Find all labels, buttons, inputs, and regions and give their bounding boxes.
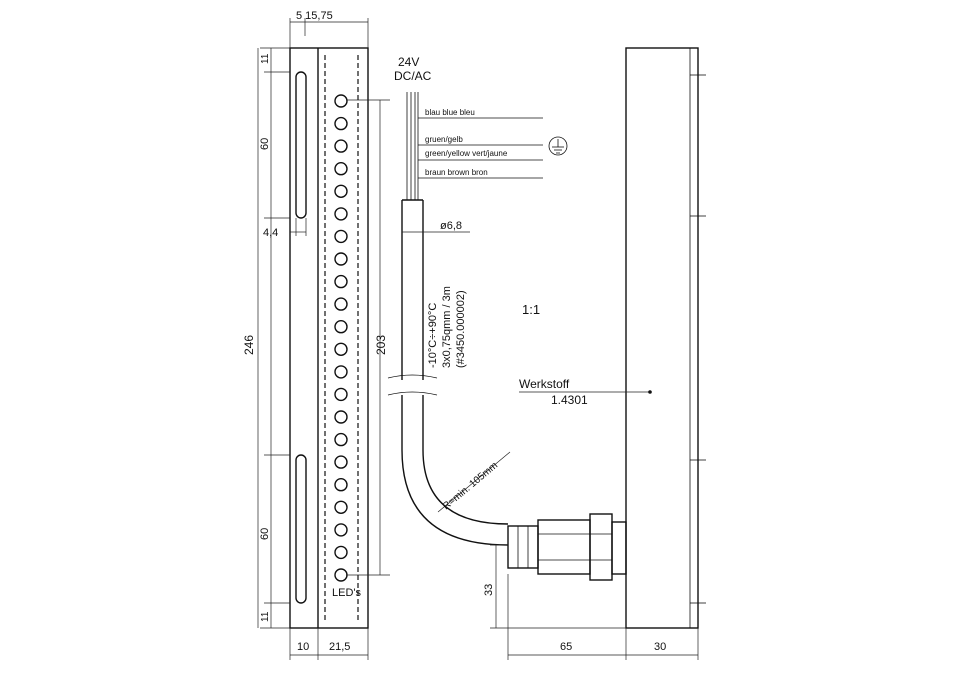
front-view-dimensions: 5 15,75 11 60 60 11 4,4 246 203 10 21,5 [242, 10, 390, 660]
dim-11-top: 11 [260, 53, 271, 64]
led-10 [334, 297, 348, 311]
led-20 [334, 523, 348, 537]
dim-11-bottom: 11 [260, 611, 271, 622]
led-18 [334, 478, 348, 492]
led-22 [334, 568, 348, 582]
led-1 [334, 94, 348, 108]
led-17 [334, 455, 348, 469]
led-3 [334, 139, 348, 153]
led-7 [334, 229, 348, 244]
led-4 [334, 161, 348, 176]
led-8 [334, 252, 348, 266]
bracket-outline [289, 47, 369, 629]
cable-gland [507, 513, 627, 581]
dim-60-top: 60 [259, 138, 271, 150]
led-9 [334, 274, 348, 289]
led-6 [334, 207, 348, 221]
leds-label: LED's [332, 587, 361, 599]
scale-label: 1:1 [522, 302, 540, 317]
dim-4-4: 4,4 [263, 227, 278, 239]
ground-icon [548, 136, 568, 156]
cable-spec-1: -10°C÷+90°C [427, 303, 439, 368]
voltage-label: 24V [398, 55, 419, 69]
cable-assembly: 24V DC/AC blau blue bleu gruen/gelb gree… [387, 55, 627, 581]
led-13 [334, 365, 348, 379]
led-column [334, 94, 348, 582]
side-plate-outline [625, 47, 699, 629]
led-19 [334, 500, 348, 514]
wire-brown-label: braun brown bron [425, 168, 488, 177]
dim-246: 246 [242, 335, 256, 355]
bend-radius-label: R=min. 105mm [441, 460, 500, 512]
dim-top: 5 15,75 [296, 10, 333, 22]
dim-33: 33 [483, 584, 495, 596]
front-view: LED's [289, 47, 369, 629]
cable-spec-2: 3x0,75qmm / 3m [441, 286, 453, 368]
current-type-label: DC/AC [394, 69, 432, 83]
wire-green-label-1: gruen/gelb [425, 135, 463, 144]
wire-blue-label: blau blue bleu [425, 108, 475, 117]
led-2 [334, 116, 348, 131]
cable-spec-3: (#3450.000002) [455, 290, 467, 368]
dim-21-5: 21,5 [329, 641, 350, 653]
mounting-slot-bottom [295, 454, 307, 604]
material-value: 1.4301 [551, 393, 588, 407]
dim-60-bottom: 60 [259, 528, 271, 540]
wire-green-label-2: green/yellow vert/jaune [425, 149, 508, 158]
led-16 [334, 432, 348, 447]
led-11 [334, 320, 348, 334]
dim-203: 203 [374, 335, 388, 355]
material-label: Werkstoff [519, 377, 570, 391]
dim-30: 30 [654, 641, 666, 653]
led-5 [334, 184, 348, 199]
side-view: 1:1 Werkstoff 1.4301 [519, 47, 706, 629]
led-15 [334, 410, 348, 424]
led-14 [334, 387, 348, 402]
mounting-slot-top [295, 71, 307, 219]
dim-65: 65 [560, 641, 572, 653]
led-21 [334, 545, 348, 560]
dim-10: 10 [297, 641, 309, 653]
cable-diameter: ø6,8 [440, 220, 462, 232]
led-12 [334, 342, 348, 356]
side-view-dimensions: 33 65 30 [483, 544, 699, 660]
